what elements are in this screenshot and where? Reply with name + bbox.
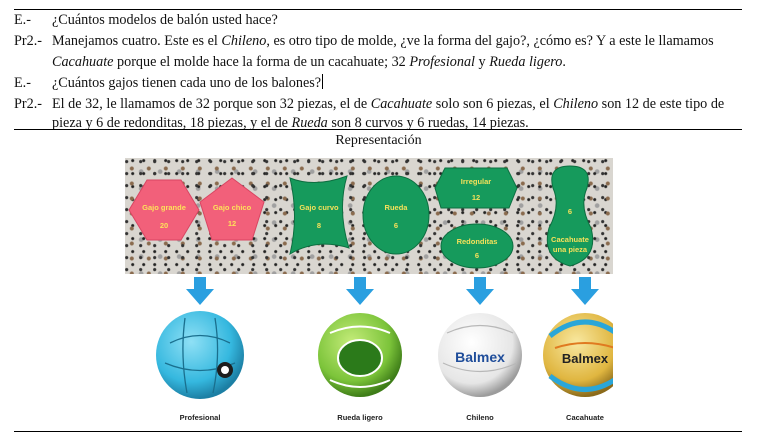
rueda-label: Rueda bbox=[385, 203, 409, 212]
gajo-chico-count: 12 bbox=[228, 219, 236, 228]
figure-caption: Representación bbox=[335, 133, 422, 148]
gajo-chico-piece bbox=[199, 177, 265, 241]
bottom-rule bbox=[14, 431, 742, 432]
irregular-count: 12 bbox=[472, 193, 480, 202]
cacahuate-label: Cacahuate bbox=[551, 235, 589, 244]
rueda-piece bbox=[362, 175, 430, 255]
italic-term: Chileno bbox=[553, 96, 599, 112]
gajo-grande-label: Gajo grande bbox=[142, 203, 186, 212]
middle-rule bbox=[14, 129, 742, 130]
redonditas-piece bbox=[440, 223, 514, 269]
dialogue-text-continued: Cacahuate porque el molde hace la forma … bbox=[52, 52, 566, 73]
text-run: . bbox=[562, 54, 566, 70]
chileno-ball: Balmex bbox=[438, 313, 522, 397]
text-cursor bbox=[322, 74, 324, 89]
gajo-chico-label: Gajo chico bbox=[213, 203, 252, 212]
dialogue-text: ¿Cuántos modelos de balón usted hace? bbox=[52, 12, 278, 28]
ball-label: Profesional bbox=[179, 413, 221, 422]
profesional-ball bbox=[156, 311, 244, 399]
italic-term: Cacahuate bbox=[52, 54, 114, 70]
italic-term: Chileno bbox=[221, 33, 267, 49]
dialogue-text-continued: pieza y 6 de redonditas, 18 piezas, y el… bbox=[52, 113, 529, 134]
cacahuate-ball: Balmex bbox=[543, 313, 613, 397]
text-run: El de 32, le llamamos de 32 porque son 3… bbox=[52, 96, 371, 112]
cacahuate-piece bbox=[546, 165, 594, 267]
figure-photo: Gajo grande 20 Gajo chico 12 Gajo curvo … bbox=[125, 158, 613, 430]
speaker-label: Pr2.- bbox=[14, 33, 42, 49]
irregular-label: Irregular bbox=[461, 177, 492, 186]
speaker-label: E.- bbox=[14, 75, 31, 91]
dialogue-text: El de 32, le llamamos de 32 porque son 3… bbox=[52, 94, 724, 115]
down-arrow-icon bbox=[186, 277, 214, 305]
ball-brand-text: Balmex bbox=[455, 349, 505, 365]
italic-term: Rueda bbox=[291, 115, 328, 131]
text-run: porque el molde hace la forma de un caca… bbox=[113, 54, 410, 70]
down-arrow-icon bbox=[571, 277, 599, 305]
italic-term: Rueda ligero bbox=[489, 54, 563, 70]
gajo-grande-count: 20 bbox=[160, 221, 168, 230]
down-arrow-icon bbox=[346, 277, 374, 305]
italic-term: Profesional bbox=[409, 54, 475, 70]
irregular-piece bbox=[434, 167, 518, 209]
text-run: pieza y 6 de redonditas, 18 piezas, y el… bbox=[52, 115, 292, 131]
ball-label: Rueda ligero bbox=[337, 413, 383, 422]
ball-brand-text: Balmex bbox=[562, 351, 609, 366]
gajo-curvo-count: 8 bbox=[317, 221, 321, 230]
redonditas-count: 6 bbox=[475, 251, 479, 260]
cacahuate-label-2: una pieza bbox=[553, 245, 588, 254]
ball-label: Cacahuate bbox=[566, 413, 604, 422]
gajo-curvo-label: Gajo curvo bbox=[299, 203, 339, 212]
gajo-grande-piece bbox=[128, 179, 200, 241]
ball-label: Chileno bbox=[466, 413, 494, 422]
text-run: solo son 6 piezas, el bbox=[432, 96, 554, 112]
text-run: son 12 de este tipo de bbox=[598, 96, 725, 112]
dialogue-text: ¿Cuántos gajos tienen cada uno de los ba… bbox=[52, 74, 324, 91]
rueda-count: 6 bbox=[394, 221, 398, 230]
figure-svg: Gajo grande 20 Gajo chico 12 Gajo curvo … bbox=[128, 165, 613, 399]
down-arrow-icon bbox=[466, 277, 494, 305]
text-run: Manejamos cuatro. Este es el bbox=[52, 33, 222, 49]
redonditas-label: Redonditas bbox=[457, 237, 498, 246]
speaker-label: E.- bbox=[14, 12, 31, 28]
text-run: son 8 curvos y 6 ruedas, 14 piezas. bbox=[327, 115, 529, 131]
text-run: , es otro tipo de molde, ¿ve la forma de… bbox=[266, 33, 714, 49]
italic-term: Cacahuate bbox=[370, 96, 433, 112]
text-run: y bbox=[475, 54, 490, 70]
gajo-curvo-piece bbox=[289, 175, 350, 256]
top-rule bbox=[14, 9, 742, 10]
dialogue-text: Manejamos cuatro. Este es el Chileno, es… bbox=[52, 31, 714, 52]
cacahuate-count: 6 bbox=[568, 207, 572, 216]
speaker-label: Pr2.- bbox=[14, 96, 42, 112]
rueda-ligero-ball bbox=[318, 313, 402, 397]
